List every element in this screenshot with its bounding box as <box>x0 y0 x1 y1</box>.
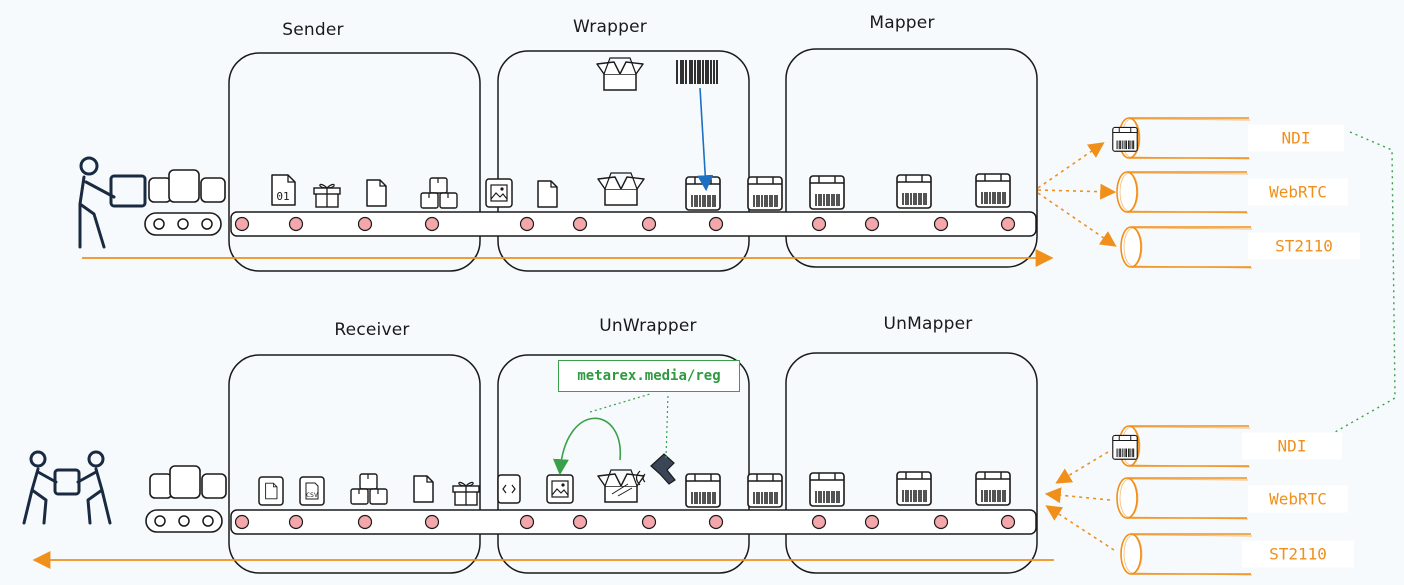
top-box-stack-icon <box>148 169 226 203</box>
unmapper-panel <box>785 352 1038 574</box>
from-st2110-arrow <box>1045 505 1115 551</box>
top-open-box-icon <box>597 172 645 206</box>
top-file-icon-2 <box>537 180 558 208</box>
wrapper-title: Wrapper <box>573 17 647 37</box>
csv-file-badge: CSV <box>306 491 318 499</box>
top-gift-icon <box>313 183 341 208</box>
top-barcoded-box-icon-2 <box>747 176 783 211</box>
bottom-binary-file-icon <box>258 476 284 506</box>
bottom-open-box-icon <box>597 469 645 503</box>
sender-panel <box>228 52 481 272</box>
bottom-code-file-icon <box>497 474 521 504</box>
top-file-icon <box>366 179 387 207</box>
bottom-csv-file-icon: CSV <box>299 476 325 506</box>
sender-title: Sender <box>282 20 344 40</box>
bottom-webrtc-pipe-icon <box>1116 477 1249 520</box>
bottom-file-icon <box>413 475 434 503</box>
top-barcoded-box-icon-3 <box>809 175 845 210</box>
bottom-st2110-label: ST2110 <box>1242 540 1354 568</box>
unmapper-title: UnMapper <box>883 314 973 334</box>
to-webrtc-arrow <box>1037 183 1117 200</box>
top-barcoded-box-icon <box>685 176 721 211</box>
bottom-box-stack-icon <box>149 465 227 499</box>
top-barcoded-box-icon-5 <box>975 173 1011 208</box>
top-binary-file-icon: 01 <box>271 174 296 206</box>
bottom-workers-carrying-box-icon <box>22 450 112 525</box>
top-st2110-label: ST2110 <box>1248 232 1360 260</box>
from-webrtc-arrow <box>1044 487 1111 504</box>
registry-link-line <box>589 393 651 413</box>
wrapper-panel <box>497 50 750 272</box>
bottom-gift-icon <box>452 481 480 506</box>
top-worker-carrying-box-icon <box>78 156 147 249</box>
bottom-ndi-box-icon <box>1112 434 1138 460</box>
top-image-file-icon <box>485 178 513 208</box>
registry-lookup-arrow <box>552 417 621 476</box>
bottom-boxes-icon <box>350 473 388 505</box>
top-st2110-pipe-icon <box>1120 226 1253 269</box>
scanner-registry-line <box>665 393 669 459</box>
unwrapper-panel <box>497 354 750 574</box>
mapper-title: Mapper <box>869 13 935 33</box>
binary-file-badge: 01 <box>276 190 289 203</box>
bottom-barcoded-box-icon <box>685 473 721 508</box>
bottom-conveyor-icon <box>145 509 223 533</box>
top-webrtc-pipe-icon <box>1116 171 1249 214</box>
bottom-barcoded-box-icon-2 <box>747 473 783 508</box>
bottom-conveyor-belt <box>230 509 1037 535</box>
from-ndi-arrow <box>1055 451 1109 484</box>
top-ndi-pipe-icon <box>1118 117 1251 160</box>
top-belt-rollers <box>234 216 1016 232</box>
top-conveyor-icon <box>144 212 222 236</box>
to-ndi-arrow <box>1037 142 1105 189</box>
wrapper-barcode-icon <box>676 59 718 85</box>
ndi-loop-dotted-link <box>1327 131 1396 437</box>
barcode-apply-arrow <box>697 87 714 192</box>
top-conveyor-belt <box>230 211 1037 237</box>
bottom-ndi-label: NDI <box>1242 432 1342 460</box>
bottom-ndi-pipe-icon <box>1118 425 1251 468</box>
unwrapper-title: UnWrapper <box>599 316 697 336</box>
receiver-panel <box>228 354 481 574</box>
top-boxes-icon <box>420 177 458 209</box>
bottom-barcoded-box-icon-5 <box>975 471 1011 506</box>
receiver-title: Receiver <box>334 320 410 340</box>
bottom-pipeline: CSV <box>22 352 1253 576</box>
mapper-panel <box>785 48 1038 268</box>
bottom-webrtc-label: WebRTC <box>1248 485 1348 513</box>
top-webrtc-label: WebRTC <box>1248 178 1348 206</box>
top-ndi-box-icon <box>1112 126 1138 152</box>
bottom-image-file-icon <box>546 474 574 504</box>
bottom-barcoded-box-icon-3 <box>809 472 845 507</box>
scanner-icon <box>635 453 676 486</box>
bottom-barcoded-box-icon-4 <box>896 471 932 506</box>
wrapper-open-box-icon <box>596 57 644 91</box>
bottom-belt-rollers <box>234 514 1016 530</box>
bottom-st2110-pipe-icon <box>1120 533 1253 576</box>
registry-url-label: metarex.media/reg <box>558 360 740 392</box>
top-pipeline: 01 <box>78 48 1253 272</box>
top-barcoded-box-icon-4 <box>896 174 932 209</box>
to-st2110-arrow <box>1037 192 1117 247</box>
top-ndi-label: NDI <box>1248 124 1344 152</box>
